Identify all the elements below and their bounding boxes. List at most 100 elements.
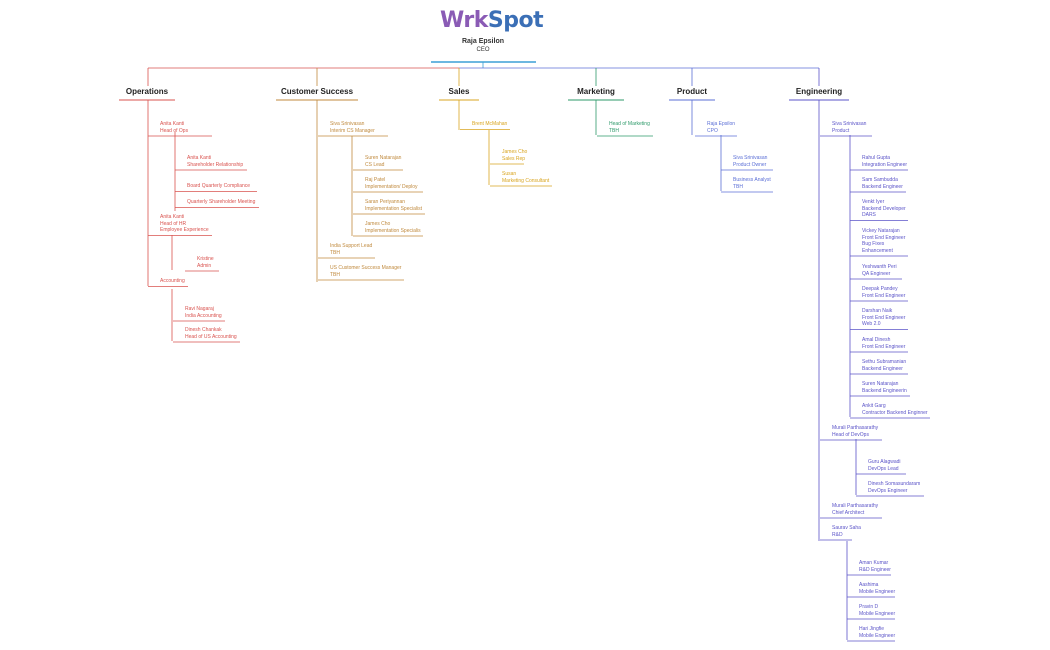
node-role: Interim CS Manager [330, 127, 375, 134]
org-node-ops-bqc: Board Quarterly Compliance [187, 183, 250, 190]
node-name: Anita Kanti [160, 121, 185, 127]
node-role: R&D [832, 531, 843, 538]
node-name: Raj Patel [365, 177, 386, 183]
node-name: Deepak Pandey [862, 286, 898, 292]
node-name: Vickey Natarajan [862, 228, 900, 234]
node-name: India Support Lead [330, 243, 373, 249]
node-role: Product Owner [733, 161, 767, 168]
node-name: Brent McMahan [472, 121, 508, 127]
node-name: Ravi Nagaraj [185, 306, 214, 312]
dept-label-product: Product [676, 87, 708, 96]
node-name: Anita Kanti [187, 155, 212, 161]
logo-text-wrk: Wrk [440, 8, 488, 33]
node-role: Marketing Consultant [502, 177, 550, 184]
node-role: Product [832, 127, 850, 134]
node-name: Saurav Saha [832, 525, 861, 531]
node-name: Guru Alagwadi [868, 459, 901, 465]
node-name: Sam Sambudda [862, 177, 898, 183]
node-role: Backend Engineer [862, 183, 903, 190]
node-role: R&D Engineer [859, 566, 891, 573]
wrkspot-logo: WrkSpot [440, 8, 544, 33]
node-name: Pravin D [859, 604, 879, 610]
node-role: Backend Developer [862, 205, 906, 212]
node-name: Dinesh Chankak [185, 327, 222, 333]
node-name: Rahul Gupta [862, 155, 891, 161]
node-name: Venkt Iyer [862, 199, 885, 205]
org-node-ops-accounting: Accounting [160, 278, 185, 285]
node-name: Susan [502, 171, 517, 177]
dept-label-sales: Sales [448, 87, 470, 96]
node-role: Head of HR [160, 220, 187, 227]
node-role: Mobile Engineer [859, 588, 896, 595]
node-name: Hari Jingfie [859, 626, 885, 632]
node-name: Saran Periyannan [365, 199, 406, 205]
node-role: TBH [330, 249, 340, 256]
node-name: Siva Srinivasan [330, 121, 365, 127]
node-name: Siva Srinivasan [733, 155, 768, 161]
dept-label-engineering: Engineering [795, 87, 843, 96]
node-name: Suren Natarajan [862, 381, 899, 387]
node-name: Murali Parthasarathy [832, 425, 879, 431]
node-role: Backend Engineerin [862, 387, 907, 394]
org-node-ops-qsm: Quarterly Shareholder Meeting [187, 199, 255, 206]
node-name: Raja Epsilon [707, 121, 736, 127]
node-role: DevOps Engineer [868, 487, 908, 494]
node-name: Anita Kanti [160, 214, 185, 220]
dept-label-cs: Customer Success [280, 87, 354, 96]
node-name: Aman Kumar [859, 560, 889, 566]
node-role: Shareholder Relationship [187, 161, 244, 168]
node-role: Implementation Specialis [365, 227, 421, 234]
dept-label-marketing: Marketing [577, 87, 615, 96]
ceo-name: Raja Epsilon [461, 38, 504, 45]
node-role: Backend Engineer [862, 365, 903, 372]
node-name: James Cho [365, 221, 391, 227]
node-role: Front End Engineer [862, 292, 906, 299]
node-role: Contractor Backend Enginner [862, 409, 928, 416]
node-role: India Accounting [185, 312, 222, 319]
node-name: Aashima [859, 582, 879, 588]
node-role: DARS [862, 212, 876, 218]
node-role: Integration Engineer [862, 161, 908, 168]
node-role: Head of Ops [160, 127, 189, 134]
node-role: Bug Fixes [862, 241, 885, 247]
node-role: Employee Experience [160, 227, 209, 233]
org-node-sales-brent: Brent McMahan [472, 121, 507, 128]
node-role: Enhancement [862, 247, 893, 254]
node-name: Kristine [197, 256, 214, 262]
node-role: Implementation Specialist [365, 205, 422, 212]
node-name: Accounting [160, 278, 185, 284]
node-role: Front End Engineer [862, 343, 906, 350]
node-name: US Customer Success Manager [330, 265, 402, 271]
node-role: DevOps Lead [868, 465, 899, 472]
